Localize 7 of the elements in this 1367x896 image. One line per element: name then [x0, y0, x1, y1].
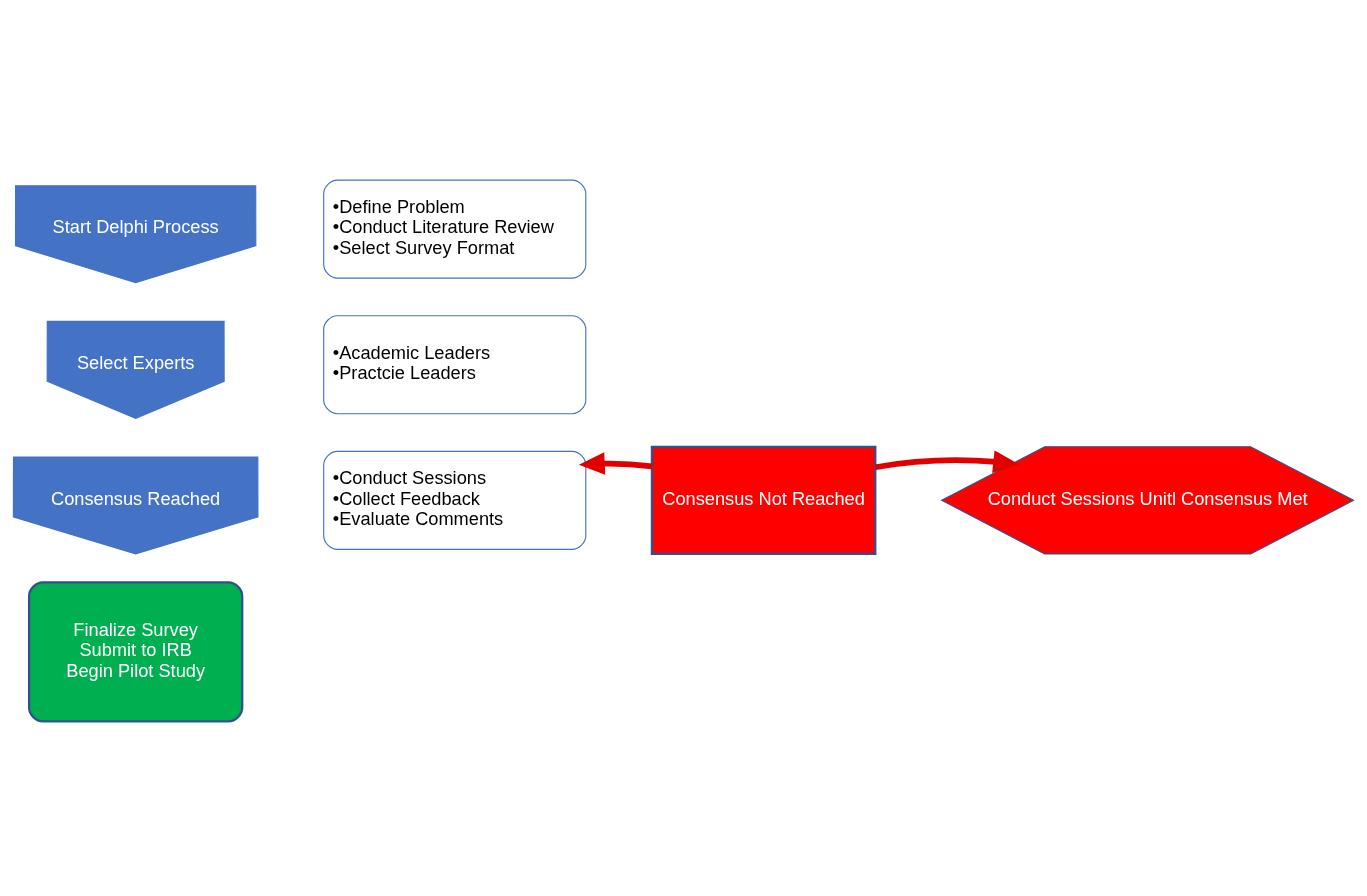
node-box: •Define Problem •Conduct Literature Review •Select Survey Format [323, 179, 587, 279]
node-box: •Conduct Sessions •Collect Feedback •Evaluate Comments [323, 450, 587, 550]
arrow [874, 449, 1020, 473]
arrow [578, 451, 653, 475]
node-box: Consensus Not Reached [650, 445, 877, 555]
node-box: Finalize Survey Submit to IRB Begin Pilot Study [27, 580, 244, 723]
node-box: •Academic Leaders •Practcie Leaders [323, 314, 587, 414]
